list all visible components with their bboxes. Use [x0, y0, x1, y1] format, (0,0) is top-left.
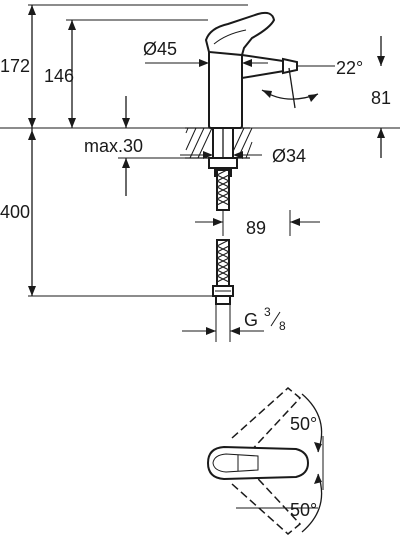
- label-angle-22: 22°: [336, 58, 363, 78]
- label-thread-numerator: 3: [264, 305, 271, 319]
- label-angle-50-bottom: 50°: [290, 500, 317, 520]
- label-max-30: max.30: [84, 136, 143, 156]
- label-172: 172: [0, 56, 30, 76]
- label-thread-g: G: [244, 310, 258, 330]
- dimension-lines-left: [0, 4, 400, 297]
- label-146: 146: [44, 66, 74, 86]
- label-400: 400: [0, 202, 30, 222]
- thread-g38-dimension: [182, 304, 264, 342]
- distance-89-dimension: [195, 210, 320, 236]
- label-thread-denominator: 8: [279, 319, 286, 333]
- handle-top-view: [206, 387, 324, 535]
- height-81-dimension: [377, 36, 385, 158]
- label-diameter-34: Ø34: [272, 146, 306, 166]
- supply-hose-upper: [216, 168, 230, 211]
- diameter-34-dimension: [180, 151, 262, 159]
- supply-hose-lower: [212, 239, 234, 305]
- diameter-45-dimension: [145, 59, 268, 67]
- label-89: 89: [246, 218, 266, 238]
- angle-22-indicator: [261, 65, 335, 109]
- faucet-body: [204, 11, 298, 129]
- label-81: 81: [371, 88, 391, 108]
- label-angle-50-top: 50°: [290, 414, 317, 434]
- label-diameter-45: Ø45: [143, 39, 177, 59]
